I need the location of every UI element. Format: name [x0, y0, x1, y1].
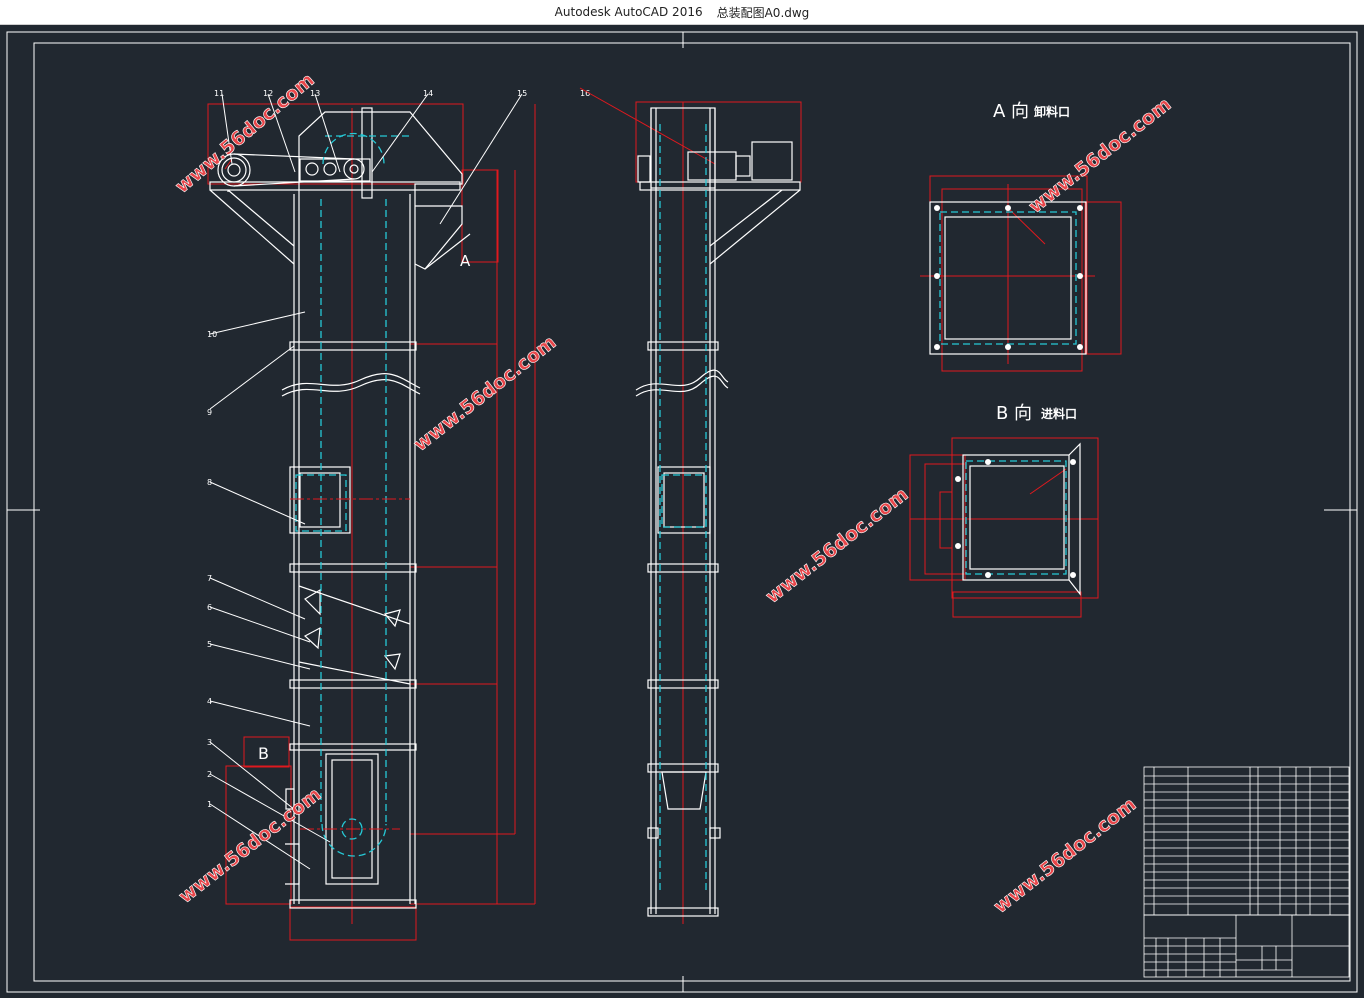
side-hidden-lines — [659, 124, 707, 894]
view-a-char: 向 — [1011, 101, 1029, 122]
view-b-caption: 进料口 — [1041, 406, 1077, 421]
watermark-3: www.56doc.com — [410, 331, 561, 456]
side-view-dimensions — [579, 87, 802, 924]
watermark-4: www.56doc.com — [762, 483, 913, 608]
front-view-dimensions — [207, 103, 536, 941]
app-name: Autodesk AutoCAD 2016 — [554, 5, 703, 19]
part-label-3: 3 — [207, 738, 212, 747]
part-label-7: 7 — [207, 574, 212, 583]
leader-lines — [209, 93, 523, 870]
file-name: 总装配图A0.dwg — [716, 5, 810, 20]
part-label-10: 10 — [207, 330, 217, 339]
side-casing — [635, 107, 801, 917]
part-label-11: 11 — [214, 89, 224, 98]
part-label-2: 2 — [207, 770, 212, 779]
view-b[interactable]: B 向 进料口 — [909, 403, 1099, 618]
parts-list-columns — [1153, 767, 1331, 915]
watermark-6: www.56doc.com — [990, 793, 1141, 918]
view-b-hidden — [965, 460, 1067, 575]
inner-border — [33, 42, 1351, 982]
part-label-5: 5 — [207, 640, 212, 649]
front-view[interactable]: 1 2 3 4 5 6 7 8 9 10 11 12 13 14 15 16 A… — [207, 89, 590, 941]
marker-b: B — [258, 744, 269, 763]
watermark-1: www.56doc.com — [171, 69, 319, 198]
part-label-15: 15 — [517, 89, 527, 98]
title-block — [1143, 766, 1350, 978]
title-bar: Autodesk AutoCAD 2016 总装配图A0.dwg — [0, 0, 1364, 25]
front-casing — [209, 107, 471, 909]
part-label-16: 16 — [580, 89, 590, 98]
view-b-bolt-holes — [955, 459, 1076, 578]
front-centerlines — [290, 498, 410, 830]
view-a[interactable]: A 向 卸料口 — [920, 101, 1122, 372]
watermark-5: www.56doc.com — [175, 783, 326, 908]
parts-list-rows — [1144, 775, 1349, 905]
side-view[interactable] — [579, 87, 802, 924]
view-a-letter: A — [993, 101, 1006, 122]
part-label-1: 1 — [207, 800, 212, 809]
part-label-4: 4 — [207, 697, 212, 706]
drawing-svg: 1 2 3 4 5 6 7 8 9 10 11 12 13 14 15 16 A… — [6, 31, 1358, 993]
outer-border — [6, 31, 1358, 993]
view-b-letter: B — [996, 403, 1008, 424]
view-a-caption: 卸料口 — [1034, 104, 1070, 119]
part-label-13: 13 — [310, 89, 320, 98]
view-b-dimensions — [909, 437, 1099, 618]
drawing-canvas[interactable]: 1 2 3 4 5 6 7 8 9 10 11 12 13 14 15 16 A… — [0, 24, 1364, 994]
part-number-labels: 1 2 3 4 5 6 7 8 9 10 11 12 13 14 15 16 — [207, 89, 590, 809]
front-hidden-lines — [295, 132, 410, 857]
view-a-flange — [929, 201, 1087, 355]
marker-a: A — [460, 252, 471, 270]
view-b-char: 向 — [1014, 403, 1032, 424]
view-a-dimensions — [920, 175, 1122, 372]
watermarks: www.56doc.com www.56doc.com www.56doc.co… — [171, 69, 1176, 919]
view-a-bolt-holes — [934, 205, 1083, 350]
part-label-8: 8 — [207, 478, 212, 487]
centering-marks — [7, 32, 1357, 992]
part-label-12: 12 — [263, 89, 273, 98]
part-label-9: 9 — [207, 408, 212, 417]
part-label-6: 6 — [207, 603, 212, 612]
view-b-flange — [962, 442, 1081, 596]
part-label-14: 14 — [423, 89, 433, 98]
drive-assembly — [217, 153, 371, 187]
